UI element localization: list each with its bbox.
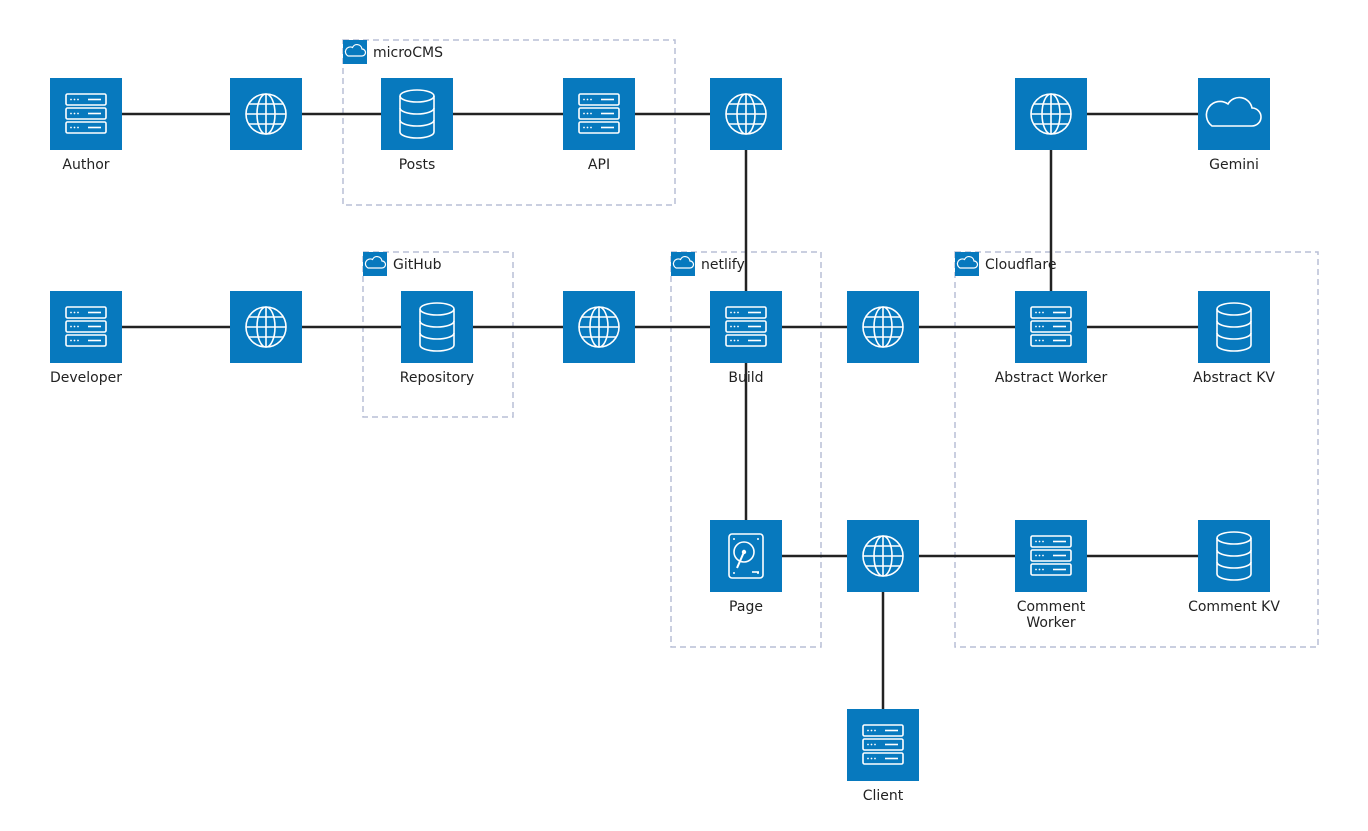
globe-icon	[862, 535, 904, 577]
node-label: API	[588, 157, 610, 173]
node-net5[interactable]	[563, 291, 635, 363]
group-layer: microCMS GitHub netlify Cloudflare	[342, 39, 1319, 648]
node-box	[847, 709, 919, 781]
node-api[interactable]: API	[563, 78, 635, 173]
globe-icon	[725, 93, 767, 135]
server-icon	[65, 306, 107, 347]
globe-icon	[1030, 93, 1072, 135]
database-icon	[419, 302, 455, 352]
node-page[interactable]: Page	[710, 520, 782, 615]
node-label: Developer	[50, 370, 122, 386]
node-net7[interactable]	[847, 520, 919, 592]
node-net6[interactable]	[847, 291, 919, 363]
node-label: Build	[728, 370, 763, 386]
node-label: Gemini	[1209, 157, 1259, 173]
group-github: GitHub	[362, 251, 514, 418]
node-box	[50, 78, 122, 150]
group-label: GitHub	[393, 257, 442, 273]
node-posts[interactable]: Posts	[381, 78, 453, 173]
node-net4[interactable]	[230, 291, 302, 363]
node-developer[interactable]: Developer	[50, 291, 122, 386]
node-client[interactable]: Client	[847, 709, 919, 804]
globe-icon	[245, 93, 287, 135]
group-border	[342, 39, 676, 206]
cloud-icon	[955, 252, 979, 276]
group-border	[362, 251, 514, 418]
database-icon	[1216, 302, 1252, 352]
node-label: Comment KV	[1188, 599, 1280, 615]
node-abstract-kv[interactable]: Abstract KV	[1193, 291, 1275, 386]
node-box	[1198, 78, 1270, 150]
node-box	[563, 78, 635, 150]
disk-icon	[728, 533, 764, 579]
server-icon	[578, 93, 620, 134]
cloud-icon	[671, 252, 695, 276]
node-net2[interactable]	[710, 78, 782, 150]
group-border	[954, 251, 1319, 648]
node-label: Page	[729, 599, 763, 615]
node-net1[interactable]	[230, 78, 302, 150]
node-label: Abstract KV	[1193, 370, 1275, 386]
node-label: Worker	[1026, 615, 1076, 631]
database-icon	[399, 89, 435, 139]
node-repository[interactable]: Repository	[400, 291, 474, 386]
cloud-icon	[1205, 96, 1262, 127]
server-icon	[65, 93, 107, 134]
globe-icon	[245, 306, 287, 348]
node-comment-kv[interactable]: Comment KV	[1188, 520, 1280, 615]
node-label: Comment	[1017, 599, 1086, 615]
cloud-icon	[363, 252, 387, 276]
node-box	[710, 520, 782, 592]
group-label: netlify	[701, 257, 745, 273]
node-gemini[interactable]: Gemini	[1198, 78, 1270, 173]
globe-icon	[862, 306, 904, 348]
server-icon	[1030, 306, 1072, 347]
node-box	[1015, 291, 1087, 363]
cloud-icon	[343, 40, 367, 64]
group-label: Cloudflare	[985, 257, 1056, 273]
edge-layer	[86, 112, 1234, 745]
server-icon	[725, 306, 767, 347]
node-label: Client	[863, 788, 904, 804]
group-cloudflare: Cloudflare	[954, 251, 1319, 648]
node-label: Abstract Worker	[995, 370, 1108, 386]
node-net3[interactable]	[1015, 78, 1087, 150]
group-microcms: microCMS	[342, 39, 676, 206]
server-icon	[1030, 535, 1072, 576]
node-build[interactable]: Build	[710, 291, 782, 386]
node-label: Repository	[400, 370, 474, 386]
node-abstract-worker[interactable]: Abstract Worker	[995, 291, 1108, 386]
node-author[interactable]: Author	[50, 78, 122, 173]
globe-icon	[578, 306, 620, 348]
node-label: Posts	[399, 157, 436, 173]
node-box	[1015, 520, 1087, 592]
node-box	[50, 291, 122, 363]
node-label: Author	[62, 157, 109, 173]
server-icon	[862, 724, 904, 765]
database-icon	[1216, 531, 1252, 581]
group-label: microCMS	[373, 45, 443, 61]
node-box	[710, 291, 782, 363]
